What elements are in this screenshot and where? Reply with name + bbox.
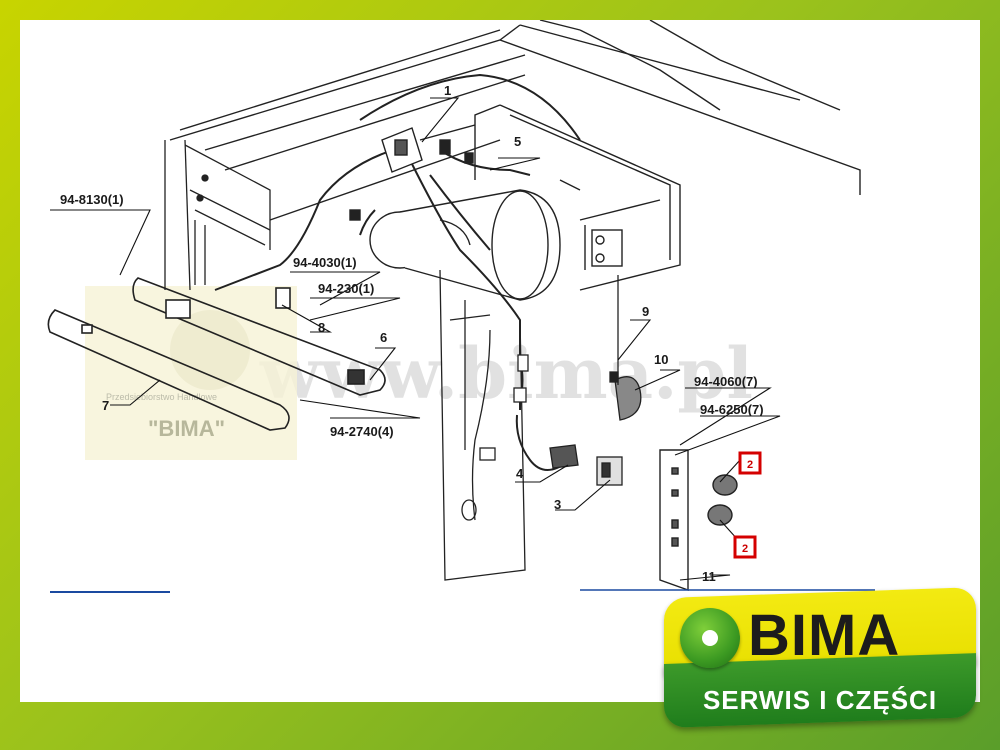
wiring-harness (214, 73, 581, 471)
diagram-canvas: www.bima.pl Przedsiebiorstwo Handlowe "B… (20, 20, 980, 702)
bima-logo: BIMA SERWIS I CZĘŚCI (664, 587, 976, 733)
callout-94-230: 94-230(1) (318, 281, 374, 296)
callout-10: 10 (654, 352, 668, 367)
callout-6: 6 (380, 330, 387, 345)
callout-11: 11 (702, 569, 716, 584)
callout-7: 7 (102, 398, 109, 413)
qty-marker-lower: 2 (733, 535, 757, 559)
logo-ball-icon (680, 608, 740, 668)
callout-5: 5 (514, 134, 521, 149)
cab-roof (169, 20, 861, 221)
callout-1: 1 (444, 83, 451, 98)
left-pillar (164, 139, 271, 291)
stamp-small-text: Przedsiebiorstwo Handlowe (106, 392, 217, 402)
stamp-text: "BIMA" (148, 416, 225, 441)
callout-94-4030: 94-4030(1) (293, 255, 357, 270)
heater-box (419, 104, 681, 291)
logo-tagline: SERWIS I CZĘŚCI (702, 685, 938, 715)
small-parts (513, 275, 642, 486)
center-column (439, 269, 526, 581)
qty-marker-upper: 2 (738, 451, 762, 475)
callout-94-2740: 94-2740(4) (330, 424, 394, 439)
callout-94-4060: 94-4060(7) (694, 374, 758, 389)
callout-4: 4 (516, 466, 524, 481)
stamp-watermark: Przedsiebiorstwo Handlowe "BIMA" (85, 286, 297, 460)
callout-8: 8 (318, 320, 325, 335)
leader-lines (50, 97, 781, 581)
callout-9: 9 (642, 304, 649, 319)
logo-name: BIMA (748, 603, 901, 668)
switch-block (349, 127, 474, 221)
qty-marker-lower-text: 2 (742, 543, 748, 555)
side-strip (47, 277, 386, 431)
callout-94-8130: 94-8130(1) (60, 192, 124, 207)
callout-94-6250: 94-6250(7) (700, 402, 764, 417)
parts-diagram: www.bima.pl Przedsiebiorstwo Handlowe "B… (47, 20, 875, 593)
qty-marker-upper-text: 2 (747, 459, 753, 471)
fan-motor (369, 189, 561, 301)
watermark-text: www.bima.pl (259, 332, 753, 415)
control-panel (659, 449, 738, 591)
callout-3: 3 (554, 497, 561, 512)
